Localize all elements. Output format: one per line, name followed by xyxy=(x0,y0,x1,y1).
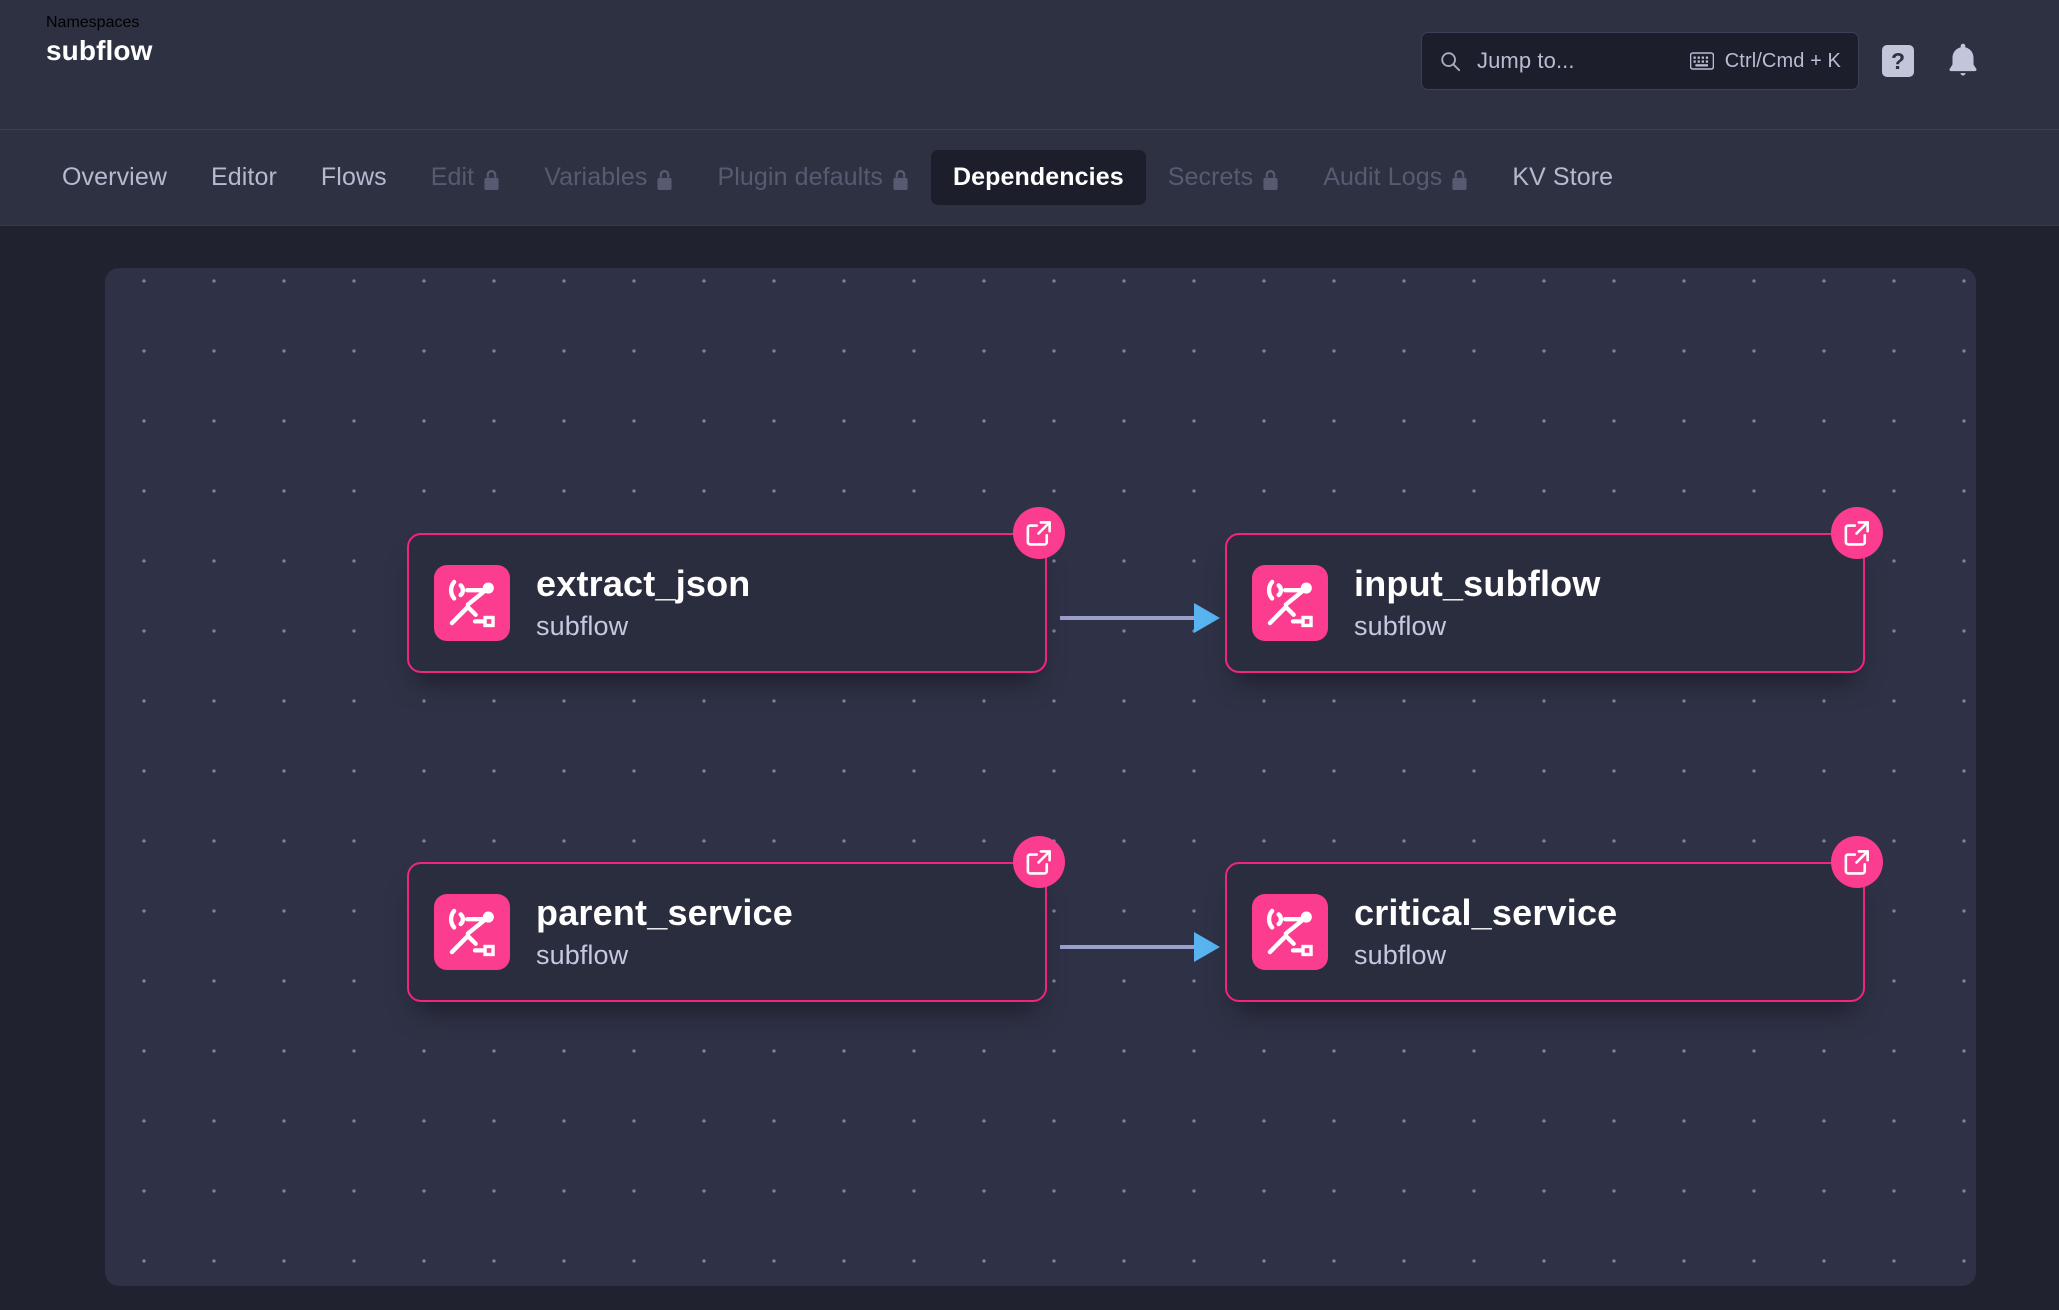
tab-label: Dependencies xyxy=(953,163,1124,191)
tab-label: KV Store xyxy=(1512,163,1614,191)
external-link-icon[interactable] xyxy=(1013,836,1065,888)
graph-node-extract_json[interactable]: extract_json subflow xyxy=(407,533,1047,673)
tab-label: Plugin defaults xyxy=(717,163,883,191)
tab-label: Flows xyxy=(320,163,387,191)
bell-icon[interactable] xyxy=(1945,42,1981,80)
tab-overview[interactable]: Overview xyxy=(40,150,189,205)
graph-node-parent_service[interactable]: parent_service subflow xyxy=(407,862,1047,1002)
node-text: extract_json subflow xyxy=(536,562,751,644)
breadcrumb-parent[interactable]: Namespaces xyxy=(46,14,140,31)
graph-node-input_subflow[interactable]: input_subflow subflow xyxy=(1225,533,1865,673)
node-text: parent_service subflow xyxy=(536,891,793,973)
lock-icon xyxy=(892,168,909,190)
tab-secrets: Secrets xyxy=(1146,150,1301,205)
tab-audit-logs: Audit Logs xyxy=(1301,150,1490,205)
node-subtitle: subflow xyxy=(1354,611,1447,641)
jump-to-search[interactable]: Jump to... Ctrl/Cmd + K xyxy=(1421,32,1859,90)
dependencies-graph-canvas[interactable]: extract_json subflow input_subflow subfl… xyxy=(105,268,1976,1286)
tab-label: Overview xyxy=(62,163,167,191)
node-subtitle: subflow xyxy=(536,940,629,970)
tab-label: Audit Logs xyxy=(1323,163,1443,191)
graph-edge-extract_json-to-input_subflow xyxy=(1060,603,1220,633)
help-button[interactable]: ? xyxy=(1882,45,1914,77)
external-link-icon[interactable] xyxy=(1831,836,1883,888)
node-text: critical_service subflow xyxy=(1354,891,1617,973)
tab-edit: Edit xyxy=(409,150,522,205)
tab-plugin-defaults: Plugin defaults xyxy=(695,150,931,205)
tab-variables: Variables xyxy=(522,150,695,205)
graph-edge-parent_service-to-critical_service xyxy=(1060,932,1220,962)
subflow-icon xyxy=(1252,894,1328,970)
external-link-icon[interactable] xyxy=(1831,507,1883,559)
node-subtitle: subflow xyxy=(1354,940,1447,970)
node-title: critical_service xyxy=(1354,892,1618,933)
tab-dependencies[interactable]: Dependencies xyxy=(931,150,1146,205)
search-shortcut-hint: Ctrl/Cmd + K xyxy=(1724,49,1841,72)
tab-label: Secrets xyxy=(1167,163,1254,191)
subflow-icon xyxy=(434,894,510,970)
namespace-tabs: Overview Editor Flows Edit Variables Plugin… xyxy=(0,130,2059,226)
graph-node-critical_service[interactable]: critical_service subflow xyxy=(1225,862,1865,1002)
node-subtitle: subflow xyxy=(536,611,629,641)
subflow-icon xyxy=(1252,565,1328,641)
lock-icon xyxy=(656,168,673,190)
lock-icon xyxy=(1451,168,1468,190)
page-title: subflow xyxy=(46,35,153,66)
lock-icon xyxy=(1262,168,1279,190)
keyboard-icon xyxy=(1689,52,1715,70)
external-link-icon[interactable] xyxy=(1013,507,1065,559)
tab-label: Edit xyxy=(430,163,475,191)
node-title: input_subflow xyxy=(1354,563,1601,604)
tab-editor[interactable]: Editor xyxy=(189,150,299,205)
tab-kv-store[interactable]: KV Store xyxy=(1490,150,1635,205)
edge-layer xyxy=(1060,603,1220,962)
node-title: parent_service xyxy=(536,892,793,933)
app-header: Namespaces subflow Jump to... Ctrl xyxy=(0,0,2059,130)
tab-label: Variables xyxy=(544,163,648,191)
node-title: extract_json xyxy=(536,563,751,604)
lock-icon xyxy=(483,168,500,190)
tab-label: Editor xyxy=(211,163,277,191)
tab-flows[interactable]: Flows xyxy=(299,150,409,205)
node-text: input_subflow subflow xyxy=(1354,562,1601,644)
subflow-icon xyxy=(434,565,510,641)
search-input-placeholder[interactable]: Jump to... xyxy=(1477,48,1575,73)
search-icon xyxy=(1439,50,1461,72)
breadcrumb: Namespaces subflow xyxy=(46,14,152,70)
